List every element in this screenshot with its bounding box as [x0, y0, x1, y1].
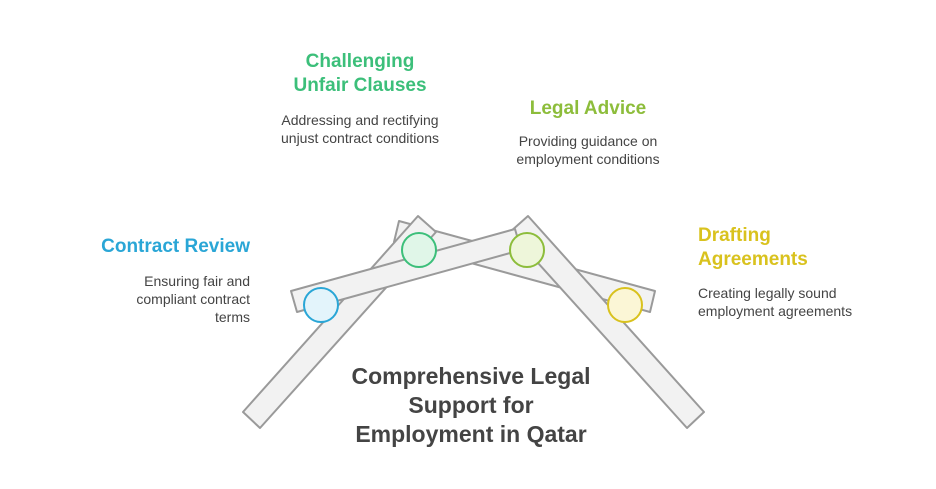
- legal-advice-block: Legal Advice Providing guidance on emplo…: [498, 98, 678, 168]
- legal-advice-description: Providing guidance on employment conditi…: [516, 132, 660, 167]
- drafting-agreements-title: Drafting Agreements: [698, 225, 808, 270]
- contract-review-description: Ensuring fair and compliant contract ter…: [136, 272, 250, 325]
- contract-review-block: Contract Review Ensuring fair and compli…: [70, 236, 250, 326]
- beam-right-descending: [509, 215, 705, 429]
- node-legal-advice: [509, 232, 545, 268]
- beam-group: [242, 215, 705, 429]
- challenging-clauses-description: Addressing and rectifying unjust contrac…: [281, 112, 439, 146]
- node-drafting-agreements: [607, 287, 643, 323]
- drafting-agreements-block: Drafting Agreements Creating legally sou…: [698, 224, 868, 320]
- challenging-clauses-title: Challenging Unfair Clauses: [293, 51, 427, 96]
- challenging-clauses-block: Challenging Unfair Clauses Addressing an…: [280, 50, 440, 147]
- drafting-agreements-description: Creating legally sound employment agreem…: [698, 285, 853, 319]
- main-title: Comprehensive Legal Support for Employme…: [351, 363, 591, 447]
- legal-advice-title: Legal Advice: [529, 98, 647, 119]
- node-contract-review: [303, 287, 339, 323]
- node-challenging-unfair-clauses: [401, 232, 437, 268]
- contract-review-title: Contract Review: [101, 236, 250, 257]
